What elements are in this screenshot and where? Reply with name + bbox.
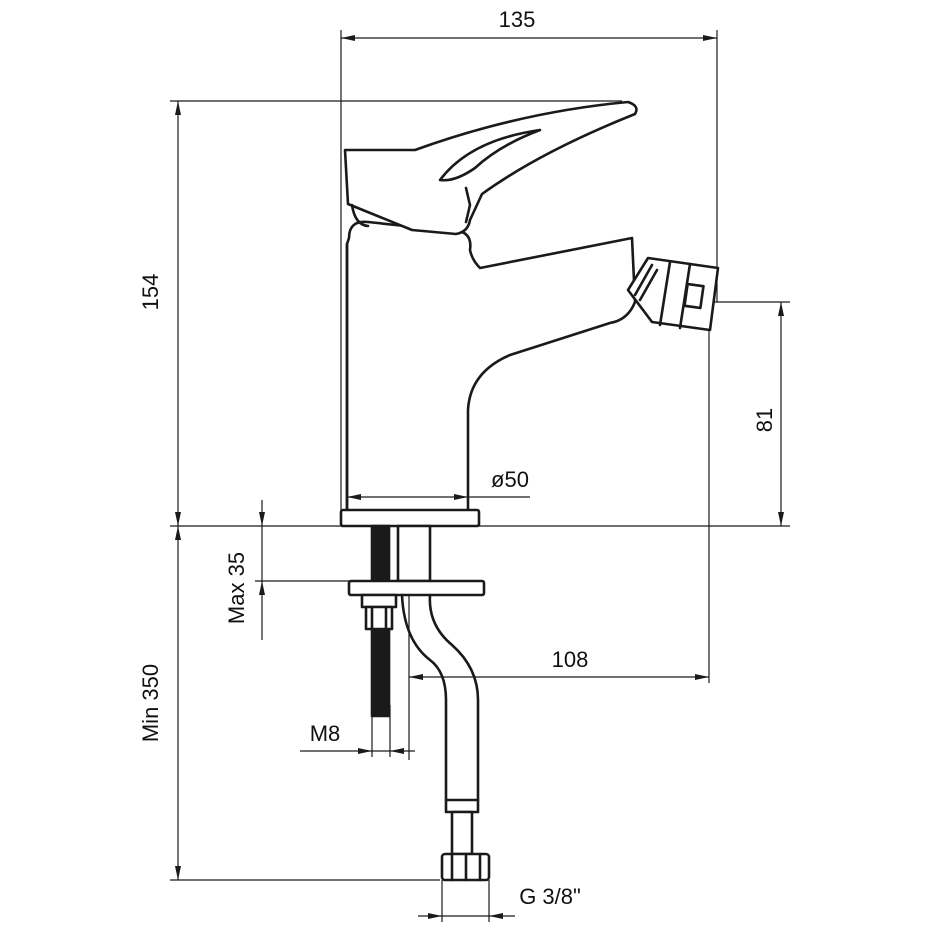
dimension-labels: 135 154 81 ø50 Max 35 Min 350 108 M8 G 3… bbox=[138, 7, 777, 909]
dim-label-stud-thread: M8 bbox=[310, 721, 341, 746]
dimension-lines bbox=[175, 35, 784, 919]
aerator bbox=[626, 256, 720, 332]
dim-label-overall-height: 154 bbox=[138, 274, 163, 311]
dim-label-projection: 108 bbox=[552, 647, 589, 672]
dim-label-hose-connection: G 3/8" bbox=[519, 884, 581, 909]
dim-label-hose-length: Min 350 bbox=[138, 664, 163, 742]
dim-label-max-thickness: Max 35 bbox=[224, 552, 249, 624]
dim-label-overall-width: 135 bbox=[499, 7, 536, 32]
faucet-body bbox=[339, 100, 720, 528]
dim-label-body-diameter: ø50 bbox=[491, 467, 529, 492]
mounting-hardware bbox=[347, 524, 491, 882]
dim-label-spout-height: 81 bbox=[752, 408, 777, 432]
